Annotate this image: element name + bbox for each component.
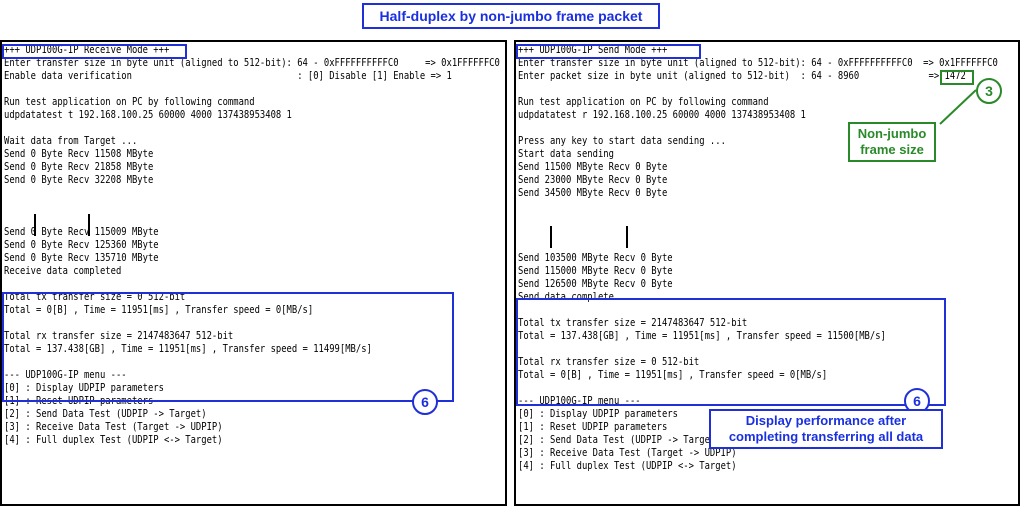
console-line: [4] : Full duplex Test (UDPIP <-> Target… (518, 460, 737, 472)
send-console-window: +++ UDP100G-IP Send Mode +++Enter transf… (514, 40, 1020, 506)
console-line: +++ UDP100G-IP Send Mode +++ (518, 44, 668, 56)
console-line: Total tx transfer size = 0 512-bit (4, 291, 186, 303)
packet-size-highlight (940, 70, 974, 85)
console-line: Enable data verification : [0] Disable [… (4, 70, 452, 82)
console-line: [0] : Display UDPIP parameters (518, 408, 678, 420)
console-line: Send 11500 MByte Recv 0 Byte (518, 161, 668, 173)
console-line: --- UDP100G-IP menu --- (4, 369, 127, 381)
console-line: [2] : Send Data Test (UDPIP -> Target) (518, 434, 721, 446)
ellipsis-bar-right-2 (626, 226, 628, 248)
console-line: Receive data completed (4, 265, 122, 277)
console-line: Start data sending (518, 148, 614, 160)
console-line: Enter transfer size in byte unit (aligne… (4, 57, 500, 69)
figure-title: Half-duplex by non-jumbo frame packet (362, 3, 660, 29)
receive-console-window: +++ UDP100G-IP Receive Mode +++Enter tra… (0, 40, 507, 506)
console-line: Send 126500 MByte Recv 0 Byte (518, 278, 673, 290)
console-line: Total = 0[B] , Time = 11951[ms] , Transf… (4, 304, 314, 316)
console-line: [3] : Receive Data Test (Target -> UDPIP… (4, 421, 223, 433)
console-line: Send 23000 MByte Recv 0 Byte (518, 174, 668, 186)
callout-arrow (939, 89, 977, 125)
console-line: [1] : Reset UDPIP parameters (518, 421, 668, 433)
console-line: [4] : Full duplex Test (UDPIP <-> Target… (4, 434, 223, 446)
console-line: Send data complete (518, 291, 614, 303)
console-line: Send 103500 MByte Recv 0 Byte (518, 252, 673, 264)
console-line: Enter packet size in byte unit (aligned … (518, 70, 966, 82)
console-line: Send 0 Byte Recv 32208 MByte (4, 174, 154, 186)
console-line: Send 0 Byte Recv 125360 MByte (4, 239, 159, 251)
performance-note: Display performance after completing tra… (709, 409, 943, 449)
console-line: Total tx transfer size = 2147483647 512-… (518, 317, 748, 329)
console-line: Enter transfer size in byte unit (aligne… (518, 57, 998, 69)
ellipsis-bar-left-1 (34, 214, 36, 236)
console-line: Send 115000 MByte Recv 0 Byte (518, 265, 673, 277)
console-line: Run test application on PC by following … (4, 96, 255, 108)
console-line: [2] : Send Data Test (UDPIP -> Target) (4, 408, 207, 420)
non-jumbo-note: Non-jumbo frame size (848, 122, 936, 162)
receive-mode-highlight (2, 44, 187, 59)
send-mode-highlight (516, 44, 701, 59)
receive-result-highlight (2, 292, 454, 402)
console-line: +++ UDP100G-IP Receive Mode +++ (4, 44, 170, 56)
console-line: Send 0 Byte Recv 11508 MByte (4, 148, 154, 160)
console-line: udpdatatest r 192.168.100.25 60000 4000 … (518, 109, 806, 121)
console-line: Total rx transfer size = 2147483647 512-… (4, 330, 234, 342)
console-line: Wait data from Target ... (4, 135, 138, 147)
console-line: [0] : Display UDPIP parameters (4, 382, 164, 394)
callout-badge-6-left: 6 (412, 389, 438, 415)
send-result-highlight (516, 298, 946, 406)
console-line: Send 0 Byte Recv 21858 MByte (4, 161, 154, 173)
ellipsis-bar-left-2 (88, 214, 90, 236)
console-line: [3] : Receive Data Test (Target -> UDPIP… (518, 447, 737, 459)
console-line: Total = 137.438[GB] , Time = 11951[ms] ,… (4, 343, 372, 355)
console-line: Total = 137.438[GB] , Time = 11951[ms] ,… (518, 330, 886, 342)
console-line: Total = 0[B] , Time = 11951[ms] , Transf… (518, 369, 828, 381)
console-line: Send 0 Byte Recv 115009 MByte (4, 226, 159, 238)
console-line: Send 34500 MByte Recv 0 Byte (518, 187, 668, 199)
console-line: udpdatatest t 192.168.100.25 60000 4000 … (4, 109, 292, 121)
console-line: Send 0 Byte Recv 135710 MByte (4, 252, 159, 264)
callout-badge-3: 3 (976, 78, 1002, 104)
ellipsis-bar-right-1 (550, 226, 552, 248)
console-line: Run test application on PC by following … (518, 96, 769, 108)
console-line: Press any key to start data sending ... (518, 135, 726, 147)
console-line: Total rx transfer size = 0 512-bit (518, 356, 700, 368)
